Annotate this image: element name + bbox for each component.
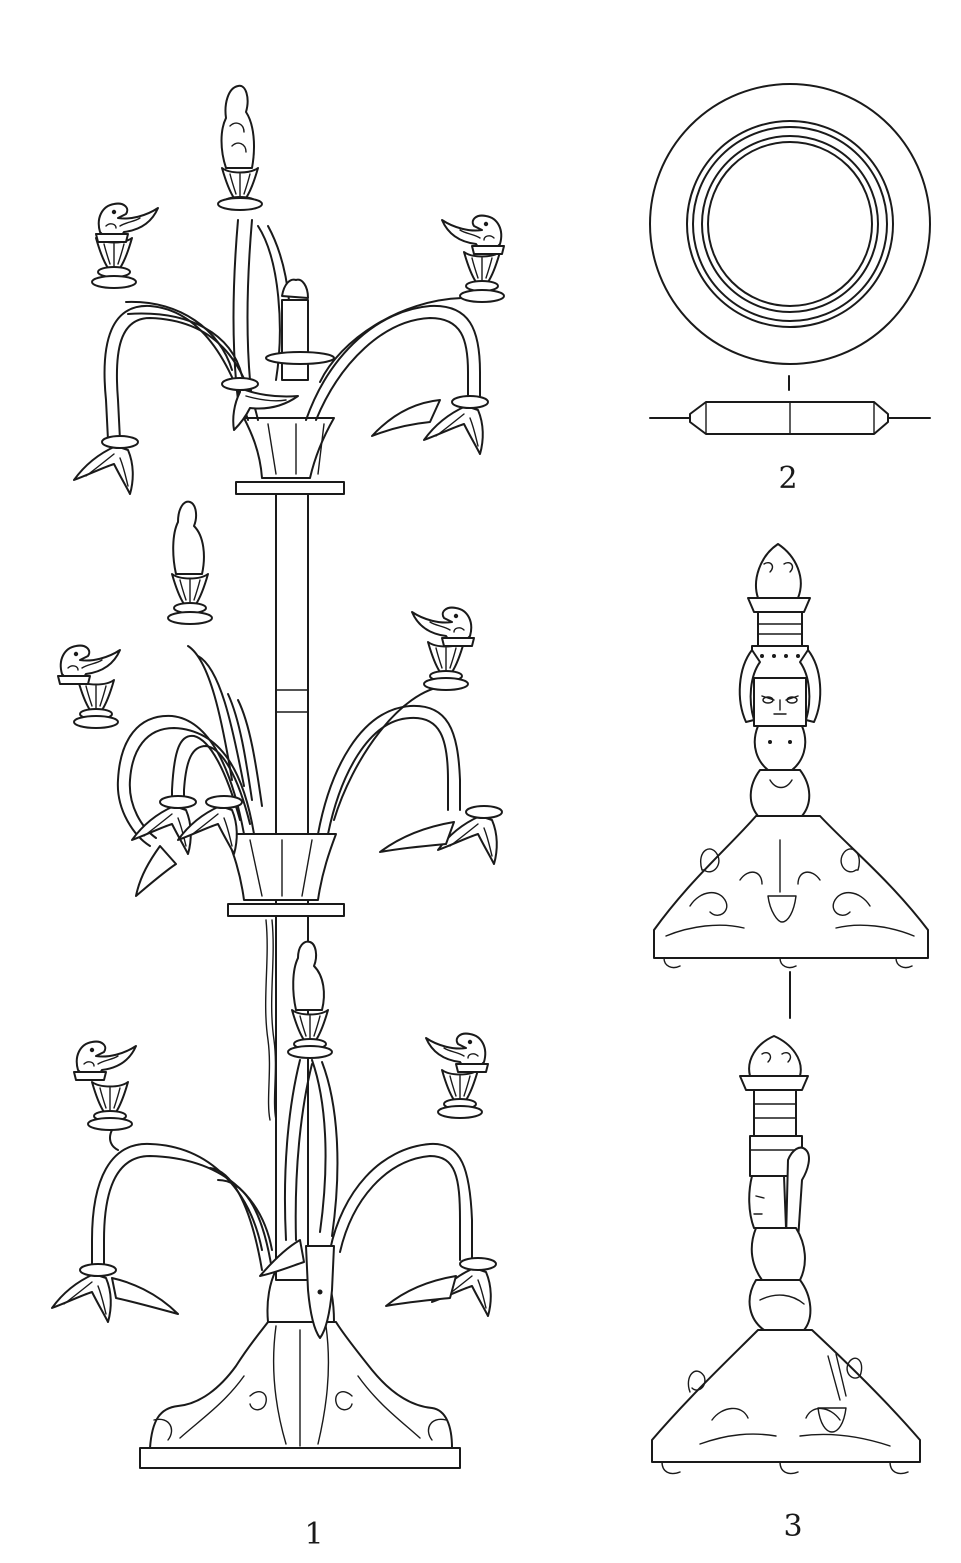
figure-label-1: 1 xyxy=(304,1517,323,1552)
bronze-stand-side-view xyxy=(651,1035,921,1475)
bronze-stand-front-view xyxy=(653,543,929,969)
figure-label-2: 2 xyxy=(778,461,797,496)
bronze-disc-drawing xyxy=(649,83,931,435)
bronze-tree-drawing xyxy=(51,84,505,1469)
figure-label-3: 3 xyxy=(783,1509,802,1544)
